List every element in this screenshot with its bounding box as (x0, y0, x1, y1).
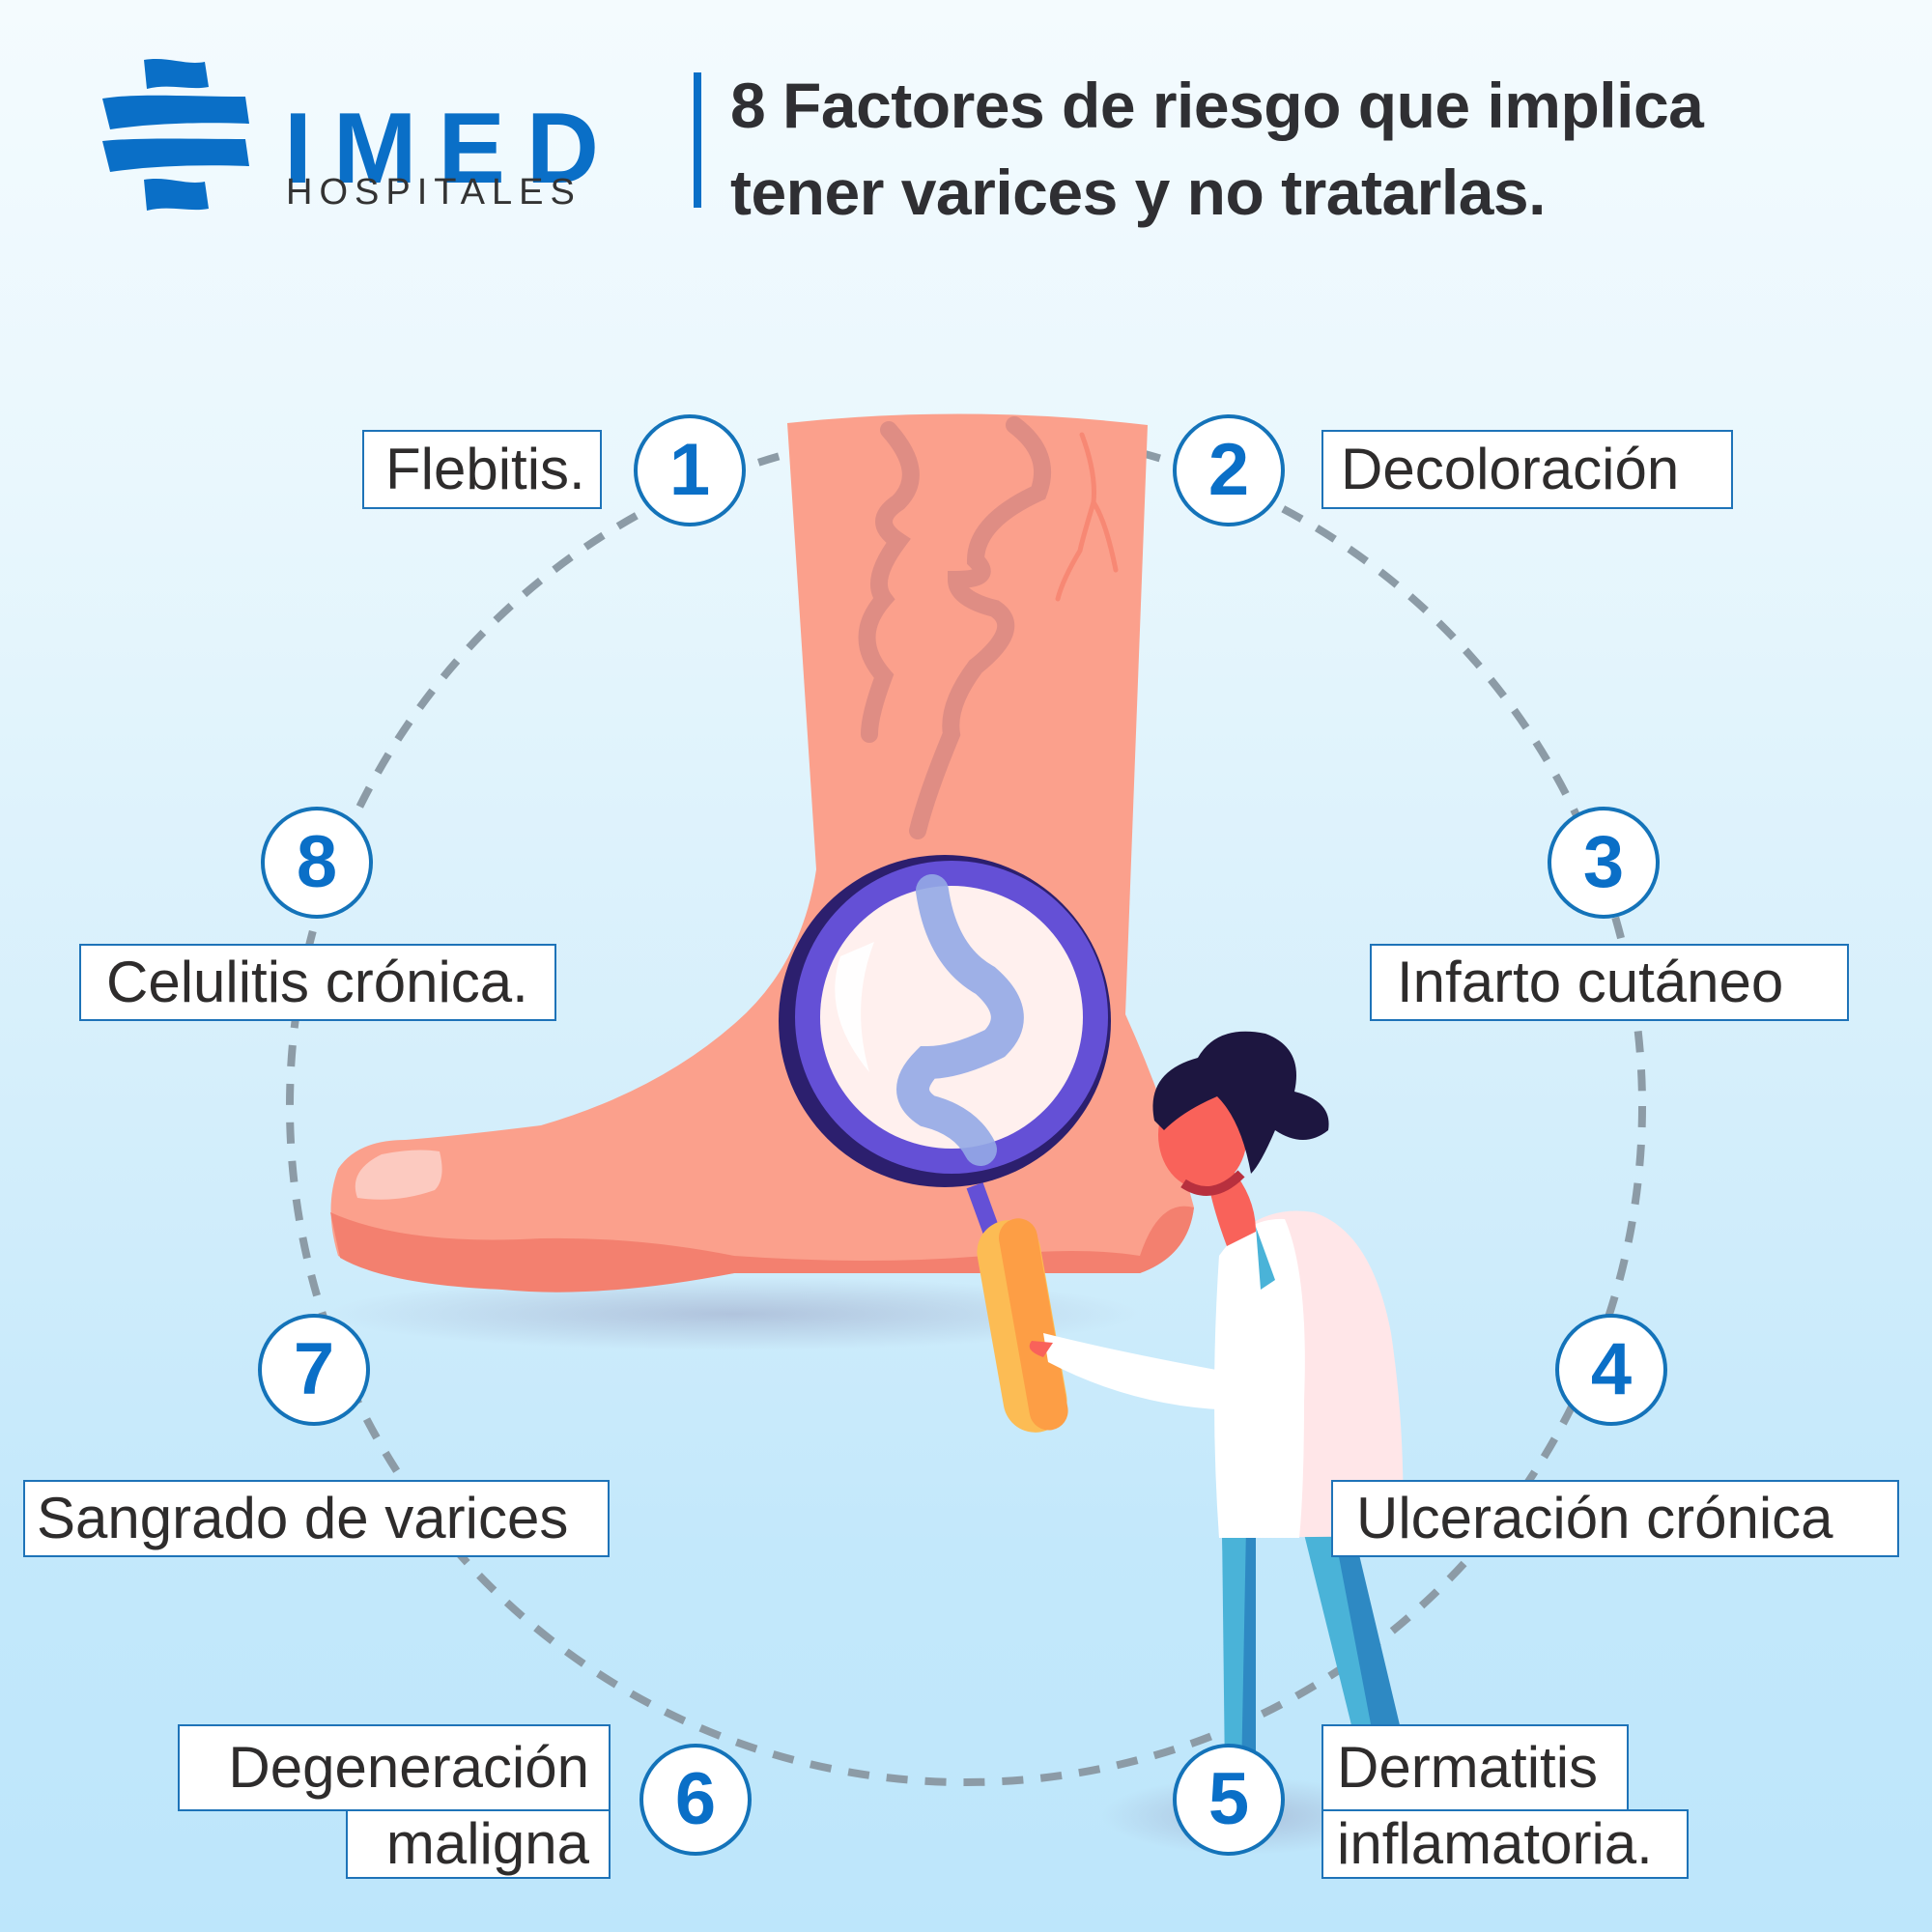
title-accent-bar (694, 72, 701, 208)
factor-label-5-line-1: Dermatitis (1321, 1724, 1629, 1811)
title-line-1: 8 Factores de riesgo que implica (730, 70, 1704, 141)
factor-label-1: Flebitis. (362, 430, 602, 509)
magnifying-glass-icon (779, 855, 1111, 1433)
factor-label-5: Dermatitis inflamatoria. (1321, 1724, 1689, 1879)
title-line-2: tener varices y no tratarlas. (730, 156, 1546, 228)
foot-icon (330, 413, 1194, 1293)
imed-flag-icon (102, 59, 249, 211)
factor-label-6-line-2: maligna (346, 1809, 611, 1879)
brand-subtitle: HOSPITALES (286, 172, 582, 213)
factor-label-6-line-1: Degeneración (178, 1724, 611, 1811)
factor-badge-8: 8 (261, 807, 373, 919)
factor-label-7: Sangrado de varices (23, 1480, 610, 1557)
factor-badge-4: 4 (1555, 1314, 1667, 1426)
factor-badge-6: 6 (639, 1744, 752, 1856)
factor-badge-2: 2 (1173, 414, 1285, 526)
factor-label-5-line-2: inflamatoria. (1321, 1809, 1689, 1879)
factor-badge-7: 7 (258, 1314, 370, 1426)
foot-shadow (328, 1277, 1140, 1350)
factor-label-3: Infarto cutáneo (1370, 944, 1849, 1021)
factor-badge-1: 1 (634, 414, 746, 526)
page-title: 8 Factores de riesgo que implica tener v… (730, 62, 1889, 236)
brand-name: IMED (284, 93, 620, 205)
imed-logo: IMED HOSPITALES (100, 58, 599, 213)
factor-label-2: Decoloración (1321, 430, 1733, 509)
factor-badge-3: 3 (1548, 807, 1660, 919)
doctor-icon (1029, 1031, 1404, 1777)
factor-label-8: Celulitis crónica. (79, 944, 556, 1021)
factor-badge-5: 5 (1173, 1744, 1285, 1856)
factor-label-6: Degeneración maligna (178, 1724, 611, 1879)
factor-label-4: Ulceración crónica (1331, 1480, 1899, 1557)
